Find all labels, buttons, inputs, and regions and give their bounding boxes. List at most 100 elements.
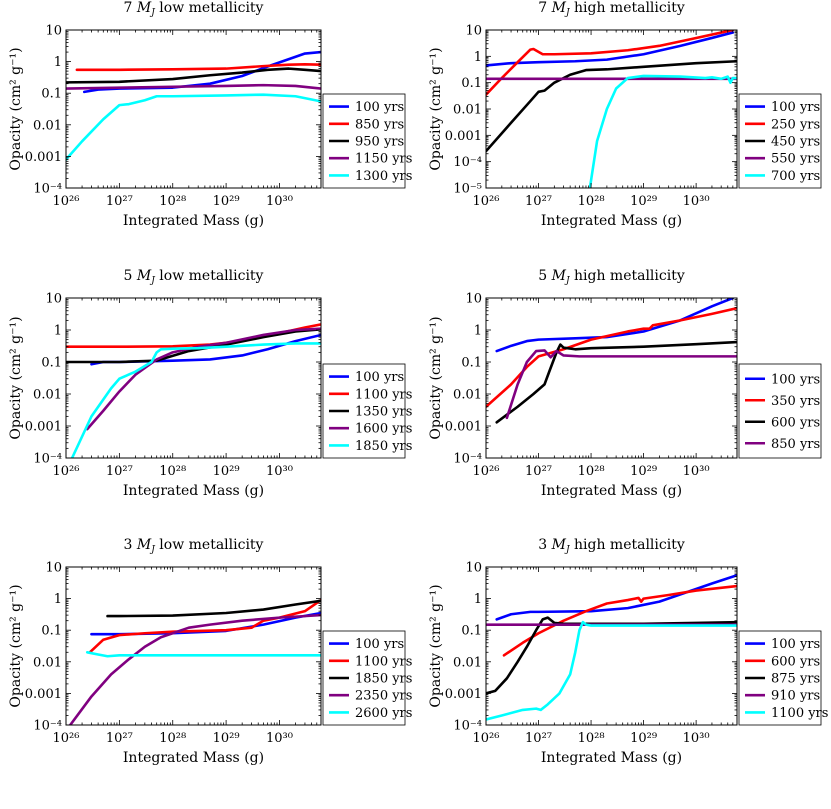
y-tick-label: 0.001 [25,150,62,165]
plot-frame [65,29,322,189]
chart-title: 3 MJ high metallicity [538,537,685,555]
y-tick-label: 0.1 [461,76,482,91]
series-line-3 [486,59,737,153]
series-line-4 [85,327,321,431]
y-tick-label: 10⁻⁴ [453,155,482,170]
series-line-5 [486,620,737,721]
legend-label: 1350 yrs [355,405,412,420]
series-line-5 [70,342,321,458]
plot-frame [65,566,322,726]
x-tick-label: 10²⁷ [525,731,552,746]
y-tick-label: 1 [474,50,482,65]
y-tick-label: 0.001 [445,687,482,702]
series-line-1 [495,298,735,353]
legend-label: 600 yrs [771,415,820,430]
legend-label: 1100 yrs [771,706,828,721]
legend-label: 875 yrs [771,672,820,687]
x-tick-label: 10²⁹ [630,194,657,209]
chart-title: 3 MJ low metallicity [124,537,264,555]
legend-label: 910 yrs [771,689,820,704]
y-tick-label: 0.001 [25,687,62,702]
y-tick-label: 0.1 [41,87,62,102]
plot-frame [65,297,322,459]
series-line-1 [90,333,321,366]
legend-label: 250 yrs [771,117,820,132]
x-tick-label: 10²⁷ [106,194,133,209]
x-tick-label: 10³⁰ [266,731,293,746]
x-tick-label: 10²⁷ [106,731,133,746]
y-tick-label: 0.01 [33,118,62,133]
plot-frame [485,297,738,459]
x-axis-label: Integrated Mass (g) [123,750,264,766]
legend-label: 850 yrs [355,117,404,132]
x-axis-label: Integrated Mass (g) [541,750,682,766]
series-line-2 [486,306,737,409]
legend-label: 100 yrs [771,637,820,652]
x-axis-label: Integrated Mass (g) [123,483,264,499]
series-line-5 [588,74,737,188]
series-line-3 [106,599,321,618]
x-tick-label: 10²⁸ [578,194,605,209]
y-tick-label: 10 [45,24,62,39]
x-tick-label: 10²⁸ [159,194,186,209]
y-tick-label: 10⁻⁴ [33,719,62,734]
y-tick-label: 10⁻⁴ [453,719,482,734]
series-line-4 [505,349,737,420]
y-tick-label: 0.01 [33,388,62,403]
legend-label: 1850 yrs [355,672,412,687]
y-tick-label: 0.001 [445,129,482,144]
x-tick-label: 10²⁸ [159,464,186,479]
legend-label: 1150 yrs [355,152,412,167]
y-tick-label: 0.1 [461,624,482,639]
x-tick-label: 10²⁹ [213,464,240,479]
y-tick-label: 10 [45,292,62,307]
x-tick-label: 10³⁰ [683,194,710,209]
legend-label: 700 yrs [771,169,820,184]
series-line-2 [75,63,321,72]
series-line-3 [495,340,737,424]
series-line-1 [495,573,737,621]
y-tick-label: 1 [474,592,482,607]
legend-label: 950 yrs [355,135,404,150]
legend-label: 100 yrs [355,637,404,652]
legend-label: 1100 yrs [355,387,412,402]
x-tick-label: 10²⁶ [473,464,500,479]
y-tick-label: 10 [45,561,62,576]
chart-title: 7 MJ high metallicity [538,0,685,18]
legend-label: 100 yrs [355,370,404,385]
x-tick-label: 10²⁶ [53,731,80,746]
legend-label: 450 yrs [771,135,820,150]
x-tick-label: 10²⁸ [159,731,186,746]
y-axis-label: Opacity (cm² g⁻¹) [8,584,24,707]
legend-label: 1300 yrs [355,169,412,184]
y-tick-label: 10⁻⁴ [33,182,62,197]
y-tick-label: 1 [54,55,62,70]
y-tick-label: 10⁻⁵ [453,182,482,197]
y-axis-label: Opacity (cm² g⁻¹) [428,584,444,707]
legend-label: 1100 yrs [355,654,412,669]
x-tick-label: 10²⁷ [525,194,552,209]
x-tick-label: 10²⁶ [53,194,80,209]
x-tick-label: 10²⁷ [106,464,133,479]
y-axis-label: Opacity (cm² g⁻¹) [428,47,444,170]
chart-title: 7 MJ low metallicity [124,0,264,18]
x-tick-label: 10²⁹ [630,464,657,479]
x-tick-label: 10²⁶ [53,464,80,479]
x-tick-label: 10³⁰ [683,464,710,479]
legend-label: 550 yrs [771,152,820,167]
y-tick-label: 10 [465,561,482,576]
x-tick-label: 10²⁷ [525,464,552,479]
y-tick-label: 1 [474,324,482,339]
series-line-2 [88,598,321,654]
series-line-5 [85,650,321,658]
y-tick-label: 10⁻⁴ [453,452,482,467]
